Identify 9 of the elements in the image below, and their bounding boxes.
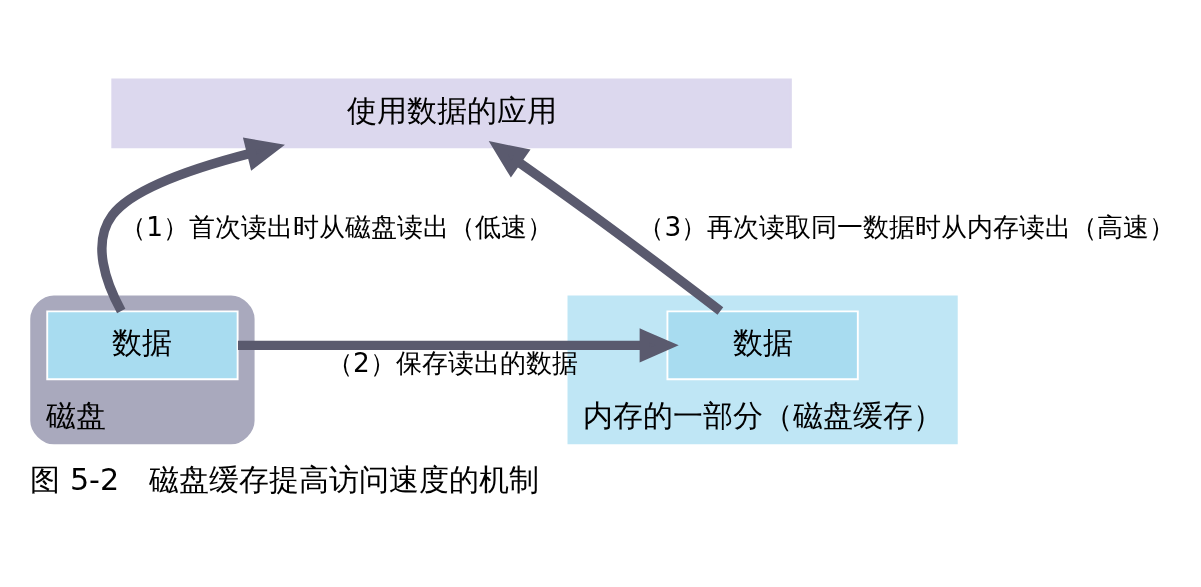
node-box: 数据 bbox=[666, 310, 859, 381]
node-box: 使用数据的应用 bbox=[111, 78, 792, 149]
edge-label: （3）再次读取同一数据时从内存读出（高速） bbox=[638, 212, 1176, 243]
node-box: 数据 bbox=[46, 310, 239, 381]
arrow bbox=[488, 141, 724, 315]
arrow bbox=[238, 328, 679, 363]
arrow bbox=[97, 137, 285, 314]
edge-label: （1）首次读出时从磁盘读出（低速） bbox=[120, 212, 553, 243]
caption: 图 5-2 磁盘缓存提高访问速度的机制 bbox=[30, 462, 540, 498]
